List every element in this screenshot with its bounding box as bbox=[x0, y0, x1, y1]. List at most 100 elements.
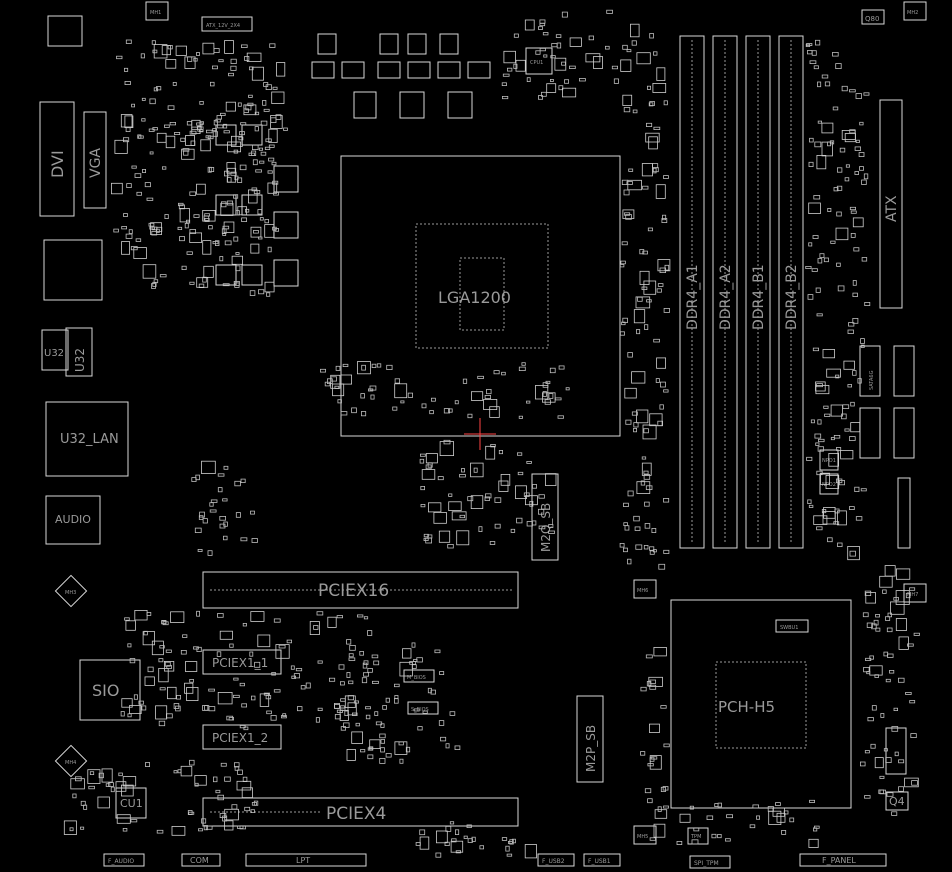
smd-pad bbox=[204, 213, 210, 217]
smd-pad bbox=[558, 365, 565, 370]
smd-pad bbox=[500, 473, 511, 486]
smd-pad bbox=[361, 364, 366, 371]
smd-pad bbox=[813, 827, 818, 832]
smd-pad bbox=[909, 700, 916, 704]
atx-12v-connector[interactable] bbox=[201, 16, 253, 32]
smd-pad bbox=[129, 705, 142, 715]
atx-power-connector[interactable] bbox=[879, 99, 903, 309]
f-usb1-header[interactable] bbox=[583, 853, 621, 867]
smd-pad bbox=[484, 394, 492, 399]
smd-pad bbox=[501, 82, 507, 87]
smd-pad bbox=[332, 383, 345, 397]
smd-pad bbox=[211, 65, 218, 70]
smd-pad bbox=[886, 792, 894, 797]
smd-pad bbox=[542, 32, 549, 36]
smd-pad bbox=[240, 478, 246, 484]
smd-pad bbox=[146, 197, 154, 201]
f-panel-header[interactable] bbox=[799, 853, 887, 867]
smd-pad bbox=[813, 515, 828, 525]
smd-pad bbox=[844, 177, 850, 182]
smd-pad bbox=[656, 67, 666, 81]
smd-pad bbox=[222, 283, 230, 287]
smd-pad bbox=[837, 510, 847, 526]
lan-port[interactable] bbox=[45, 401, 129, 477]
smd-pad bbox=[898, 677, 905, 683]
m2q-slot[interactable] bbox=[531, 473, 559, 561]
sio-label: SIO bbox=[92, 681, 119, 700]
pciex4-slot[interactable] bbox=[202, 797, 519, 827]
smd-pad bbox=[247, 189, 258, 204]
smd-pad bbox=[809, 799, 815, 803]
pciex16-slot[interactable] bbox=[202, 571, 519, 609]
m2p-slot[interactable] bbox=[576, 695, 604, 783]
smd-pad bbox=[305, 682, 311, 689]
smd-pad bbox=[251, 66, 264, 81]
smd-pad bbox=[234, 480, 241, 487]
smd-pad bbox=[652, 163, 659, 169]
smd-pad bbox=[875, 627, 881, 632]
smd-pad bbox=[145, 762, 150, 767]
smd-pad bbox=[356, 361, 371, 375]
dimm-a1-slot[interactable] bbox=[679, 35, 705, 549]
smd-pad bbox=[130, 246, 138, 251]
hdmi-port[interactable] bbox=[43, 239, 103, 301]
smd-pad bbox=[167, 45, 173, 50]
smd-pad bbox=[865, 657, 872, 661]
smd-pad bbox=[467, 838, 473, 843]
smd-pad bbox=[650, 756, 658, 760]
smd-pad bbox=[515, 485, 527, 499]
smd-pad bbox=[816, 154, 827, 170]
smd-pad bbox=[153, 87, 158, 92]
u32-chip bbox=[41, 329, 69, 371]
smd-pad bbox=[646, 122, 653, 128]
dimm-b1-slot[interactable] bbox=[745, 35, 771, 549]
smd-pad bbox=[810, 419, 815, 424]
smd-pad bbox=[639, 270, 650, 285]
com-header[interactable] bbox=[181, 853, 221, 867]
svg-text:TPM: TPM bbox=[690, 834, 701, 840]
smd-pad bbox=[416, 657, 423, 663]
q4-label: Q4 bbox=[889, 795, 905, 808]
smd-pad bbox=[226, 715, 234, 721]
dvi-port[interactable] bbox=[39, 101, 75, 217]
smd-pad bbox=[898, 636, 909, 650]
smd-pad bbox=[379, 733, 386, 739]
smd-pad bbox=[159, 687, 166, 691]
smd-pad bbox=[513, 63, 518, 69]
audio-jack[interactable] bbox=[45, 495, 101, 545]
dimm-b2-slot[interactable] bbox=[778, 35, 804, 549]
smd-pad bbox=[627, 352, 633, 358]
pciex1-2-slot[interactable] bbox=[202, 724, 282, 750]
smd-pad bbox=[749, 824, 756, 829]
smd-pad bbox=[830, 404, 843, 417]
pciex1-1-slot[interactable] bbox=[202, 649, 282, 675]
cpu-socket[interactable]: LGA1200 bbox=[340, 155, 621, 450]
smd-pad bbox=[837, 167, 843, 173]
smd-pad bbox=[569, 37, 582, 47]
smd-pad bbox=[691, 839, 699, 845]
smd-pad bbox=[265, 84, 272, 90]
smd-pad bbox=[233, 236, 239, 242]
lpt-header[interactable] bbox=[245, 853, 367, 867]
smd-pad bbox=[449, 821, 455, 825]
smd-pad bbox=[267, 170, 273, 174]
smd-pad bbox=[640, 751, 646, 756]
smd-pad bbox=[811, 50, 817, 56]
spi-tpm-header[interactable] bbox=[689, 855, 731, 869]
dimm-a2-slot[interactable] bbox=[712, 35, 738, 549]
smd-pad bbox=[440, 736, 447, 742]
smd-pad bbox=[186, 251, 193, 255]
vga-port[interactable] bbox=[83, 111, 107, 209]
smd-pad bbox=[554, 57, 567, 71]
smd-pad bbox=[525, 495, 538, 506]
smd-pad bbox=[623, 522, 628, 527]
smd-pad bbox=[425, 453, 438, 464]
f-usb2-header[interactable] bbox=[537, 853, 575, 867]
smd-pad bbox=[124, 81, 131, 86]
smd-pad bbox=[887, 612, 892, 618]
f-audio-header[interactable] bbox=[103, 853, 145, 867]
svg-text:MH1: MH1 bbox=[150, 10, 161, 16]
smd-pad bbox=[809, 60, 817, 64]
smd-pad bbox=[213, 48, 220, 53]
smd-pad bbox=[657, 283, 664, 287]
